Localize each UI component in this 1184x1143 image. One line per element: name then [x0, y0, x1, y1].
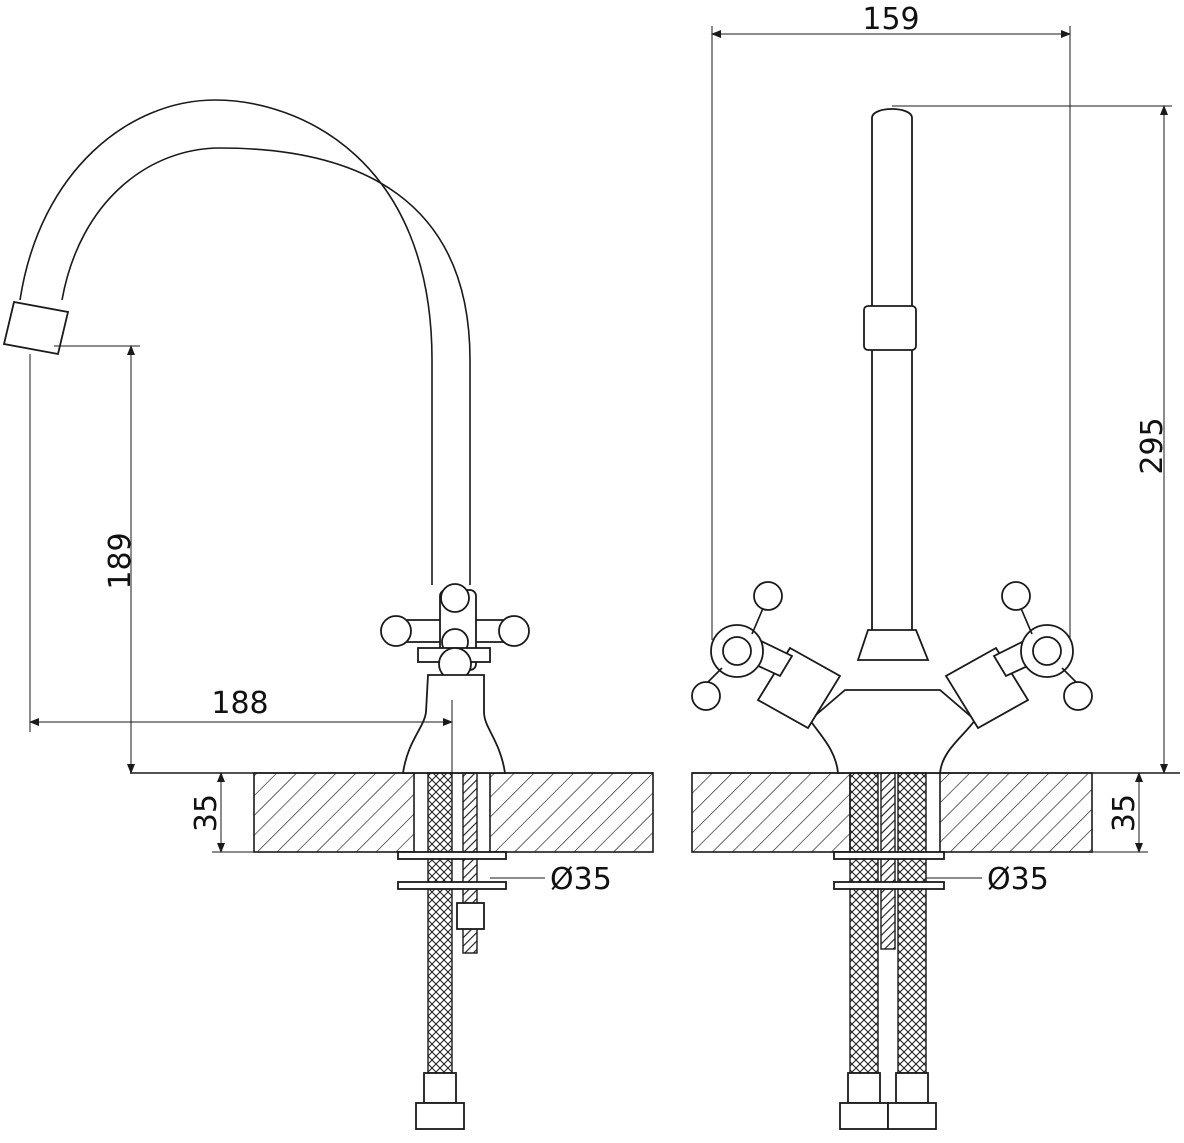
hose-ferrule-left [423, 1072, 457, 1104]
dim-159-label: 159 [862, 2, 919, 37]
front-view: 159 295 35 Ø35 [691, 2, 1180, 1130]
spout-front [871, 108, 913, 633]
hose-connector-hot [887, 1102, 937, 1130]
hose-ferrule-cold [847, 1072, 881, 1104]
supply-hose-hot [897, 772, 927, 1074]
faucet-body-front [808, 689, 977, 774]
right-valve-handle [944, 581, 1093, 730]
cross-handle-side [380, 583, 530, 681]
countertop-section-right-b [939, 772, 1093, 853]
faucet-body-side [401, 674, 507, 774]
spout-collar [863, 305, 917, 351]
side-view: 189 188 35 Ø35 [2, 99, 654, 1130]
hole-diameter-left-label: Ø35 [550, 862, 612, 897]
hole-diameter-right-label: Ø35 [987, 862, 1049, 897]
hose-connector-left [415, 1102, 465, 1130]
supply-hose-left [427, 772, 453, 1074]
mounting-rod-right [880, 772, 896, 950]
dim-188-label: 188 [211, 686, 268, 721]
washer-bottom-left [397, 881, 507, 890]
spout-outer-curve [19, 99, 433, 585]
dim-35-left-label: 35 [189, 794, 224, 832]
aerator [2, 300, 70, 356]
hose-connector-cold [839, 1102, 889, 1130]
washer-bottom-right [833, 881, 945, 890]
mounting-nut-left [456, 902, 485, 930]
countertop-section-right-a [691, 772, 851, 853]
spout-inner-curve [61, 147, 471, 585]
spout-base [856, 629, 930, 661]
washer-top-right [833, 851, 945, 860]
washer-top-left [397, 851, 507, 860]
dim-35-right-label: 35 [1107, 794, 1142, 832]
countertop-section-left-a [253, 772, 415, 853]
dim-189-label: 189 [103, 532, 138, 589]
supply-hose-cold [849, 772, 879, 1074]
left-valve-handle [691, 581, 842, 730]
countertop-section-left-b [489, 772, 654, 853]
dim-295-label: 295 [1135, 417, 1170, 474]
hose-ferrule-hot [895, 1072, 929, 1104]
